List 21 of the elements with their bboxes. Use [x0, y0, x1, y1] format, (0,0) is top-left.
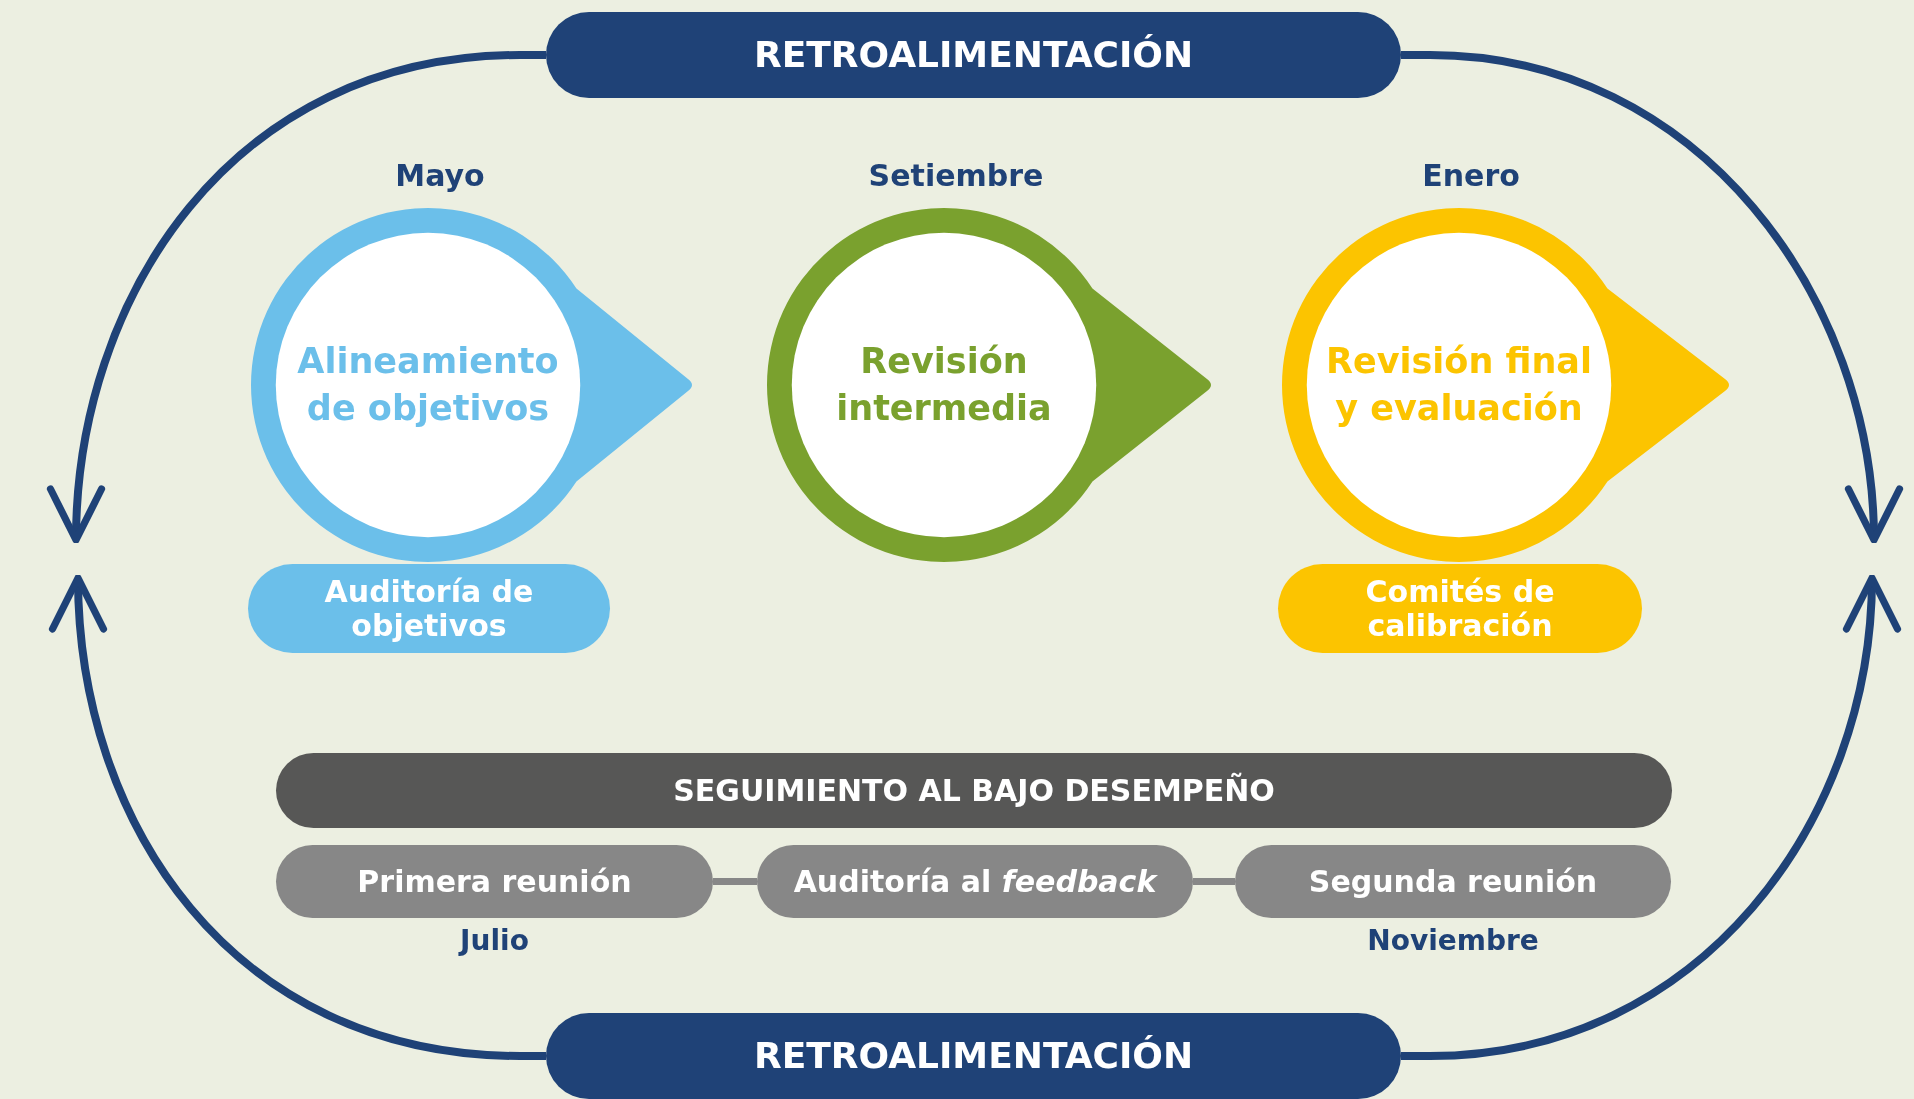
title-pill: RETROALIMENTACIÓN — [546, 1013, 1401, 1099]
stage-pill: Auditoría de objetivos — [248, 564, 610, 653]
curved-arrow — [49, 51, 546, 544]
month-label: Noviembre — [1367, 924, 1539, 957]
connector-line — [713, 878, 757, 885]
meeting-pill: Primera reunión — [276, 845, 713, 918]
stage-title: Revisión final y evaluación — [1325, 340, 1593, 430]
stage-title: Revisión intermedia — [835, 340, 1053, 430]
stage-title: Alineamiento de objetivos — [296, 340, 560, 430]
section-bar: SEGUIMIENTO AL BAJO DESEMPEÑO — [276, 753, 1672, 828]
month-label: Julio — [460, 924, 529, 957]
title-pill: RETROALIMENTACIÓN — [546, 12, 1401, 98]
meeting-pill: Auditoría al feedback — [757, 845, 1193, 918]
curved-arrow — [1401, 574, 1899, 1060]
month-label: Mayo — [395, 158, 485, 193]
curved-arrow — [51, 574, 546, 1060]
meeting-pill: Segunda reunión — [1235, 845, 1671, 918]
month-label: Setiembre — [868, 158, 1044, 193]
stage-pill: Comités de calibración — [1278, 564, 1642, 653]
month-label: Enero — [1422, 158, 1520, 193]
connector-line — [1193, 878, 1235, 885]
